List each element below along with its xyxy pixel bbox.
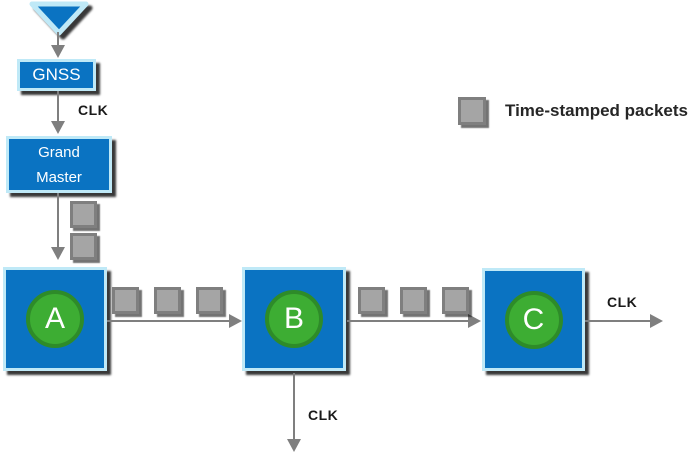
legend: Time-stamped packets	[458, 97, 688, 125]
antenna-icon	[29, 1, 89, 36]
b-to-c-line	[347, 320, 469, 322]
node-b-label: B	[283, 302, 304, 335]
b-to-c-arrowhead-icon	[468, 314, 481, 328]
gnss-to-grandmaster-arrowhead-icon	[51, 121, 65, 134]
packet-icon	[400, 287, 427, 314]
node-c-label: C	[522, 302, 545, 336]
a-to-b-arrowhead-icon	[229, 314, 242, 328]
packet-icon	[70, 233, 97, 260]
clk-label-node-c: CLK	[607, 294, 638, 310]
packet-icon	[458, 97, 486, 125]
gnss-box: GNSS	[17, 59, 96, 91]
packet-icon	[196, 287, 223, 314]
grandmaster-to-a-arrowhead-icon	[51, 247, 65, 260]
a-to-b-line	[107, 320, 230, 322]
node-b-box: B	[242, 267, 346, 371]
c-clock-output-arrowhead-icon	[650, 314, 663, 328]
packet-icon	[442, 287, 469, 314]
grandmaster-to-a-line	[57, 193, 59, 248]
gnss-to-grandmaster-line	[57, 91, 59, 122]
clk-label-node-b: CLK	[308, 407, 339, 423]
node-a-box: A	[3, 267, 107, 371]
node-a-label: A	[44, 302, 65, 335]
b-clock-output-arrowhead-icon	[287, 439, 301, 452]
b-clock-output-line	[293, 373, 295, 440]
legend-label: Time-stamped packets	[505, 101, 688, 120]
node-b-circle: B	[265, 290, 323, 348]
node-a-circle: A	[26, 290, 84, 348]
clk-label-gnss: CLK	[78, 102, 109, 118]
antenna-to-gnss-line	[57, 32, 59, 47]
grand-master-label: Grand Master	[36, 143, 82, 186]
c-clock-output-line	[585, 320, 651, 322]
packet-icon	[70, 201, 97, 228]
grand-master-box: Grand Master	[6, 136, 112, 193]
packets-a-to-b	[112, 287, 223, 314]
packet-icon	[358, 287, 385, 314]
antenna-to-gnss-arrowhead-icon	[51, 45, 65, 58]
packets-b-to-c	[358, 287, 469, 314]
packet-icon	[112, 287, 139, 314]
node-c-circle: C	[504, 290, 563, 349]
packet-icon	[154, 287, 181, 314]
packets-grandmaster-to-a	[70, 201, 97, 260]
gnss-label: GNSS	[32, 65, 81, 84]
node-c-box: C	[482, 268, 585, 371]
